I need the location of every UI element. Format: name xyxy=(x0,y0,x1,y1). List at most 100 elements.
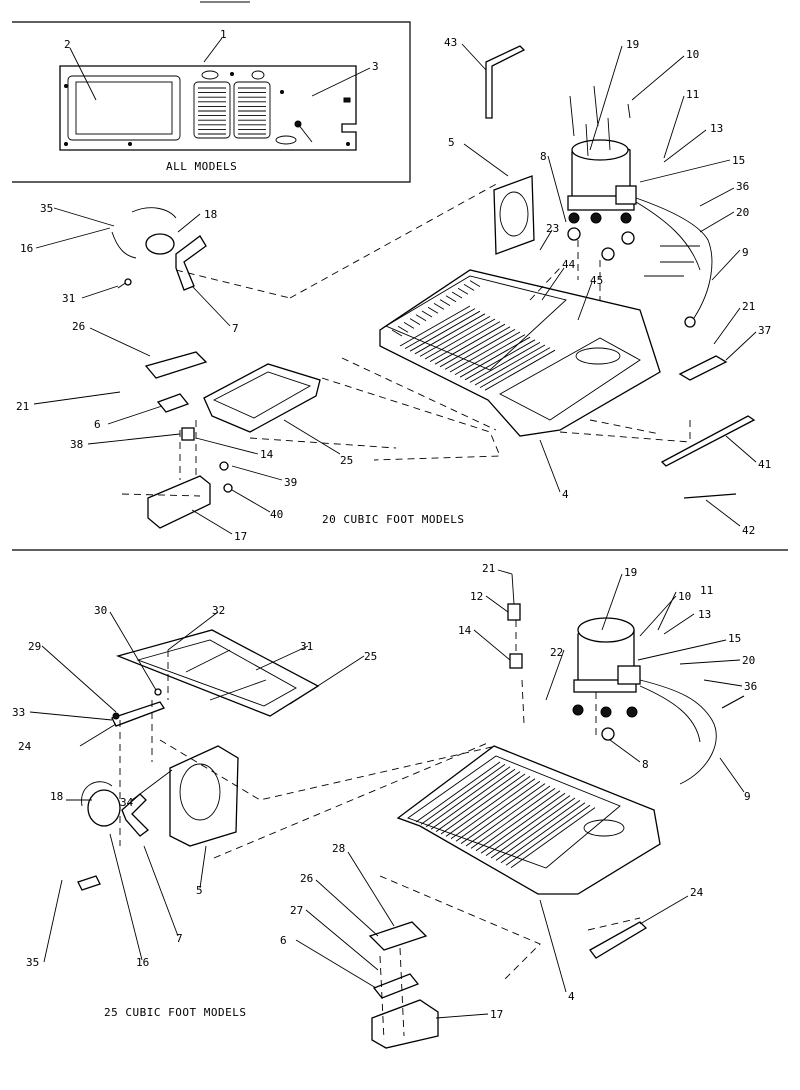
callout-c20-23: 23 xyxy=(546,222,559,235)
fan-motor-20 xyxy=(111,207,207,291)
cover-26b xyxy=(368,921,428,951)
callout-c25-12: 12 xyxy=(470,590,483,603)
callout-c20-3: 3 xyxy=(372,60,379,73)
bracket-24-right xyxy=(589,921,648,959)
callout-c20-8: 8 xyxy=(540,150,547,163)
callout-c25-33: 33 xyxy=(12,706,25,719)
callout-c25-31: 31 xyxy=(300,640,313,653)
callout-c20-38: 38 xyxy=(70,438,83,451)
all-models-panel xyxy=(12,1,411,183)
condenser-tube-43 xyxy=(485,45,526,119)
callout-c20-20: 20 xyxy=(736,206,749,219)
callout-c20-36: 36 xyxy=(736,180,749,193)
callout-c20-13: 13 xyxy=(710,122,723,135)
compressor-bottom xyxy=(572,617,641,741)
callout-c25-7: 7 xyxy=(176,932,183,945)
part-38 xyxy=(181,427,195,441)
bracket-37 xyxy=(678,355,728,381)
callout-c25-32: 32 xyxy=(212,604,225,617)
callout-c20-18: 18 xyxy=(204,208,217,221)
callout-c20-37: 37 xyxy=(758,324,771,337)
callout-c25-5: 5 xyxy=(196,884,203,897)
callout-c25-30: 30 xyxy=(94,604,107,617)
bracket-17 xyxy=(147,475,211,529)
callout-c20-43: 43 xyxy=(444,36,457,49)
compressor-top xyxy=(567,85,637,261)
callout-c20-19: 19 xyxy=(626,38,639,51)
callout-c20-14: 14 xyxy=(260,448,274,461)
callout-c20-1: 1 xyxy=(220,28,227,41)
callout-c25-17: 17 xyxy=(490,1008,503,1021)
callout-leaders xyxy=(29,37,757,1019)
fan-shroud-5 xyxy=(493,175,535,255)
callout-c20-42: 42 xyxy=(742,524,755,537)
base-pan-20 xyxy=(379,269,661,437)
callout-c20-39: 39 xyxy=(284,476,297,489)
callout-c20-16: 16 xyxy=(20,242,33,255)
callout-c25-29: 29 xyxy=(28,640,41,653)
caption-25-cubic-foot: 25 CUBIC FOOT MODELS xyxy=(104,1006,246,1019)
callout-c25-21: 21 xyxy=(482,562,495,575)
fan-motor-25 xyxy=(77,781,149,891)
callout-c25-27: 27 xyxy=(290,904,303,917)
base-pan-25 xyxy=(396,745,661,895)
callout-c25-26: 26 xyxy=(300,872,313,885)
callout-c25-25: 25 xyxy=(364,650,377,663)
callout-c20-11: 11 xyxy=(686,88,699,101)
callout-c25-10: 10 xyxy=(678,590,691,603)
callout-c25-18: 18 xyxy=(50,790,63,803)
access-cover-panel xyxy=(59,65,357,151)
cover-26 xyxy=(144,351,208,379)
callout-c25-19: 19 xyxy=(624,566,637,579)
callout-c25-4: 4 xyxy=(568,990,575,1003)
section-20-cubic-foot xyxy=(111,45,756,529)
callout-c20-35: 35 xyxy=(40,202,53,215)
bracket-24-left xyxy=(111,701,165,727)
callout-c25-8: 8 xyxy=(642,758,649,771)
all-models-frame xyxy=(12,21,411,183)
bracket-17b xyxy=(371,999,439,1049)
callout-c20-2: 2 xyxy=(64,38,71,51)
callout-c20-15: 15 xyxy=(732,154,745,167)
callout-c20-31: 31 xyxy=(62,292,75,305)
caption-all-models: ALL MODELS xyxy=(166,160,237,173)
callout-c20-21r: 21 xyxy=(742,300,755,313)
section-25-cubic-foot xyxy=(77,573,745,1049)
callout-c20-21l: 21 xyxy=(16,400,29,413)
rail-41 xyxy=(660,415,756,467)
callout-c20-25: 25 xyxy=(340,454,353,467)
callout-c25-22: 22 xyxy=(550,646,563,659)
callout-c25-6: 6 xyxy=(280,934,287,947)
callout-c25-24l: 24 xyxy=(18,740,32,753)
callout-c20-7: 7 xyxy=(232,322,239,335)
callout-c25-11: 11 xyxy=(700,584,713,597)
tube-42 xyxy=(683,493,737,499)
callout-c20-5: 5 xyxy=(448,136,455,149)
callout-c25-14: 14 xyxy=(458,624,472,637)
callout-c25-36: 36 xyxy=(744,680,757,693)
callout-c20-17: 17 xyxy=(234,530,247,543)
callout-c20-4: 4 xyxy=(562,488,569,501)
caption-20-cubic-foot: 20 CUBIC FOOT MODELS xyxy=(322,513,464,526)
callout-c20-40: 40 xyxy=(270,508,283,521)
callout-c25-34: 34 xyxy=(120,796,134,809)
callout-c25-24r: 24 xyxy=(690,886,704,899)
callout-c20-41: 41 xyxy=(758,458,771,471)
callout-c20-6: 6 xyxy=(94,418,101,431)
callout-c25-28: 28 xyxy=(332,842,345,855)
callout-c25-13: 13 xyxy=(698,608,711,621)
callout-c20-26: 26 xyxy=(72,320,85,333)
drain-pan-25b xyxy=(115,629,320,717)
insulation-6b xyxy=(372,973,420,999)
callout-c25-9: 9 xyxy=(744,790,751,803)
callout-c20-45: 45 xyxy=(590,274,603,287)
callout-c20-44: 44 xyxy=(562,258,576,271)
callout-c20-9: 9 xyxy=(742,246,749,259)
wire-harness-9b xyxy=(639,679,717,785)
insulation-6 xyxy=(156,393,190,413)
callout-c20-10: 10 xyxy=(686,48,699,61)
callout-c25-16: 16 xyxy=(136,956,149,969)
